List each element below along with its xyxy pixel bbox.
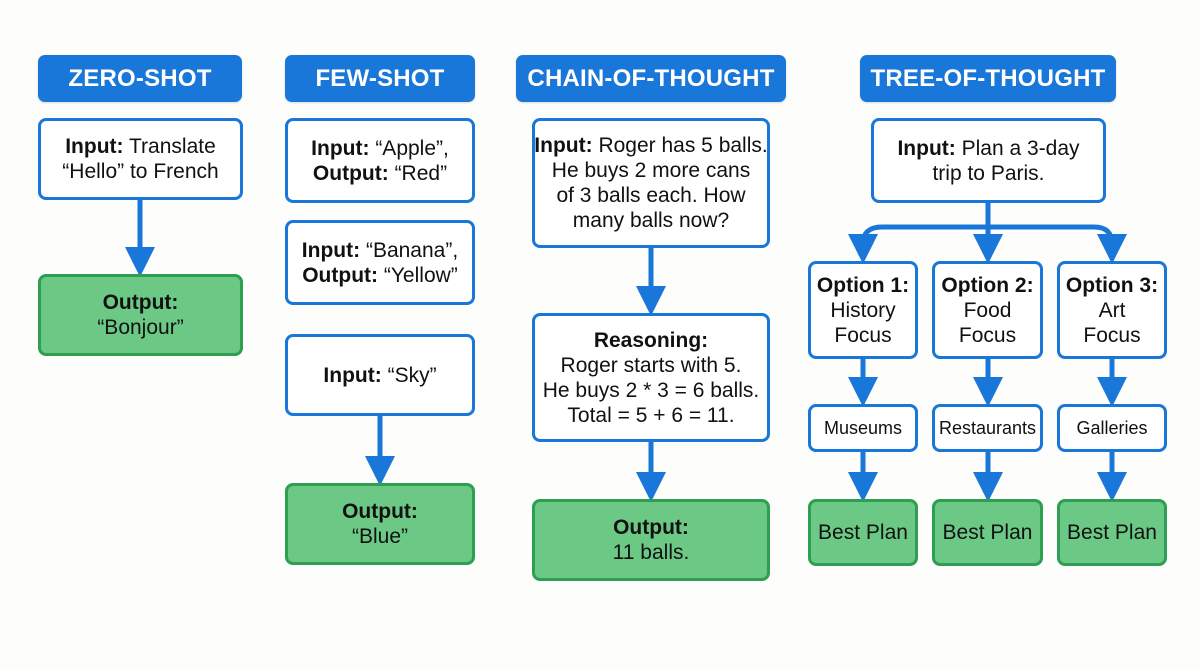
arrow-tot-branch-right: [988, 224, 1127, 264]
tot-step-2-box: Restaurants: [932, 404, 1043, 452]
few-shot-example-1-box: Input: “Apple”, Output: “Red”: [285, 118, 475, 203]
input-text: Translate: [129, 135, 216, 158]
step-text: Museums: [823, 418, 903, 438]
zero-shot-output-box: Output: “Bonjour”: [38, 274, 243, 356]
tot-input-box: Input: Plan a 3-day trip to Paris.: [871, 118, 1106, 203]
input-label: Input:: [897, 136, 956, 160]
tot-option-1-box: Option 1: History Focus: [808, 261, 918, 359]
input-text-line2: He buys 2 more cans: [551, 159, 751, 182]
step-text: Restaurants: [938, 418, 1037, 438]
cot-reasoning-box: Reasoning: Roger starts with 5. He buys …: [532, 313, 770, 442]
example-input-text: “Banana”,: [365, 238, 459, 262]
input-text-line4: many balls now?: [572, 209, 730, 232]
option-line1: Art: [1098, 298, 1126, 322]
example-input-label: Input:: [301, 238, 361, 262]
example-output-text: “Yellow”: [383, 263, 458, 287]
cot-output-box: Output: 11 balls.: [532, 499, 770, 581]
example-output-label: Output:: [302, 263, 379, 287]
tot-option-3-box: Option 3: Art Focus: [1057, 261, 1167, 359]
chain-of-thought-header: CHAIN-OF-THOUGHT: [516, 55, 786, 102]
few-shot-header: FEW-SHOT: [285, 55, 475, 102]
output-label: Output:: [613, 516, 689, 539]
example-input-label: Input:: [311, 136, 370, 160]
query-input-text: “Sky”: [387, 363, 437, 387]
result-text: Best Plan: [942, 521, 1033, 544]
tree-of-thought-header: TREE-OF-THOUGHT: [860, 55, 1116, 102]
input-label: Input:: [65, 135, 124, 158]
zero-shot-header: ZERO-SHOT: [38, 55, 242, 102]
few-shot-example-2-box: Input: “Banana”, Output: “Yellow”: [285, 220, 475, 305]
input-text-line3: of 3 balls each. How: [556, 184, 746, 207]
output-label: Output:: [342, 500, 418, 523]
zero-shot-input-box: Input: Translate “Hello” to French: [38, 118, 243, 200]
input-label: Input:: [534, 134, 593, 157]
output-label: Output:: [102, 291, 179, 314]
option-line1: History: [830, 298, 896, 322]
arrow-tot-branch-left: [848, 202, 991, 264]
tot-result-2-box: Best Plan: [932, 499, 1043, 566]
input-text: Plan a 3-day: [961, 136, 1080, 160]
reasoning-line3: Total = 5 + 6 = 11.: [567, 403, 735, 427]
reasoning-line1: Roger starts with 5.: [560, 353, 742, 377]
output-text: 11 balls.: [612, 541, 690, 564]
option-line2: Focus: [958, 323, 1017, 347]
input-text-line2: trip to Paris.: [932, 161, 1045, 185]
tot-option-2-box: Option 2: Food Focus: [932, 261, 1043, 359]
result-text: Best Plan: [818, 521, 908, 544]
few-shot-output-box: Output: “Blue”: [285, 483, 475, 565]
option-label: Option 3:: [1065, 273, 1159, 297]
output-text: “Bonjour”: [97, 316, 184, 339]
tot-result-3-box: Best Plan: [1057, 499, 1167, 566]
tot-result-1-box: Best Plan: [808, 499, 918, 566]
tot-step-3-box: Galleries: [1057, 404, 1167, 452]
input-text: Roger has 5 balls.: [598, 134, 768, 157]
query-input-label: Input:: [323, 363, 382, 387]
option-label: Option 1:: [816, 273, 910, 297]
example-output-text: “Red”: [394, 161, 448, 185]
reasoning-label: Reasoning:: [593, 328, 709, 352]
example-input-text: “Apple”,: [375, 136, 449, 160]
few-shot-query-box: Input: “Sky”: [285, 334, 475, 416]
output-text: “Blue”: [351, 525, 409, 548]
input-text-line2: “Hello” to French: [62, 160, 219, 183]
option-line2: Focus: [834, 323, 892, 347]
option-line1: Food: [963, 298, 1012, 322]
reasoning-line2: He buys 2 * 3 = 6 balls.: [542, 378, 760, 402]
example-output-label: Output:: [312, 161, 389, 185]
cot-input-box: Input: Roger has 5 balls. He buys 2 more…: [532, 118, 770, 248]
option-label: Option 2:: [941, 273, 1034, 297]
step-text: Galleries: [1076, 418, 1148, 438]
result-text: Best Plan: [1067, 521, 1157, 544]
tot-step-1-box: Museums: [808, 404, 918, 452]
option-line2: Focus: [1083, 323, 1141, 347]
